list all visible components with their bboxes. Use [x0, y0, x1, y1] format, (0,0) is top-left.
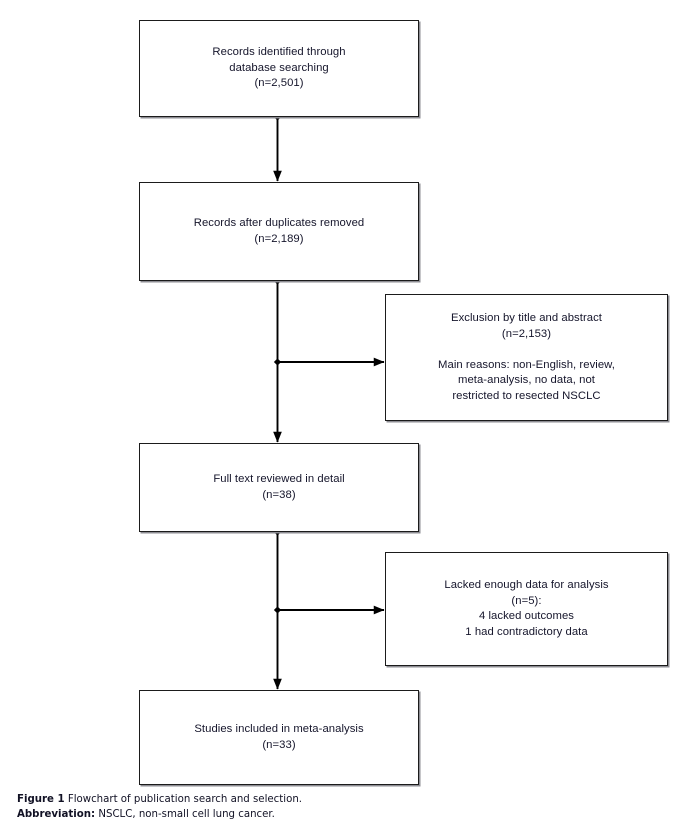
- flow-node-text: Lacked enough data for analysis (n=5): 4…: [444, 579, 609, 638]
- flow-node-records-after-duplicates-removed: Records after duplicates removed (n=2,18…: [139, 182, 419, 281]
- flow-node-text: Studies included in meta-analysis (n=33): [194, 723, 364, 751]
- figure-caption-title: Flowchart of publication search and sele…: [67, 794, 303, 805]
- flow-node-text: Records identified through database sear…: [212, 46, 346, 90]
- figure-abbreviation-text: NSCLC, non-small cell lung cancer.: [98, 808, 275, 820]
- flow-node-studies-included: Studies included in meta-analysis (n=33): [139, 690, 419, 785]
- figure-caption-label: Figure 1: [17, 794, 65, 805]
- figure-abbreviation-label: Abbreviation:: [17, 808, 96, 820]
- figure-caption-title-line: Figure 1 Flowchart of publication search…: [17, 793, 657, 808]
- figure-abbreviation-line: Abbreviation: NSCLC, non-small cell lung…: [17, 808, 657, 823]
- flow-node-text: Records after duplicates removed (n=2,18…: [193, 217, 365, 245]
- flow-node-lacked-enough-data: Lacked enough data for analysis (n=5): 4…: [385, 552, 668, 666]
- flow-node-exclusion-by-title-and-abstract: Exclusion by title and abstract (n=2,153…: [385, 294, 668, 421]
- flow-node-text: Exclusion by title and abstract (n=2,153…: [438, 312, 615, 402]
- flow-node-records-identified: Records identified through database sear…: [139, 20, 419, 117]
- figure-caption: Figure 1 Flowchart of publication search…: [17, 793, 657, 822]
- flow-node-full-text-reviewed: Full text reviewed in detail (n=38): [139, 443, 419, 532]
- flow-node-text: Full text reviewed in detail (n=38): [213, 473, 345, 501]
